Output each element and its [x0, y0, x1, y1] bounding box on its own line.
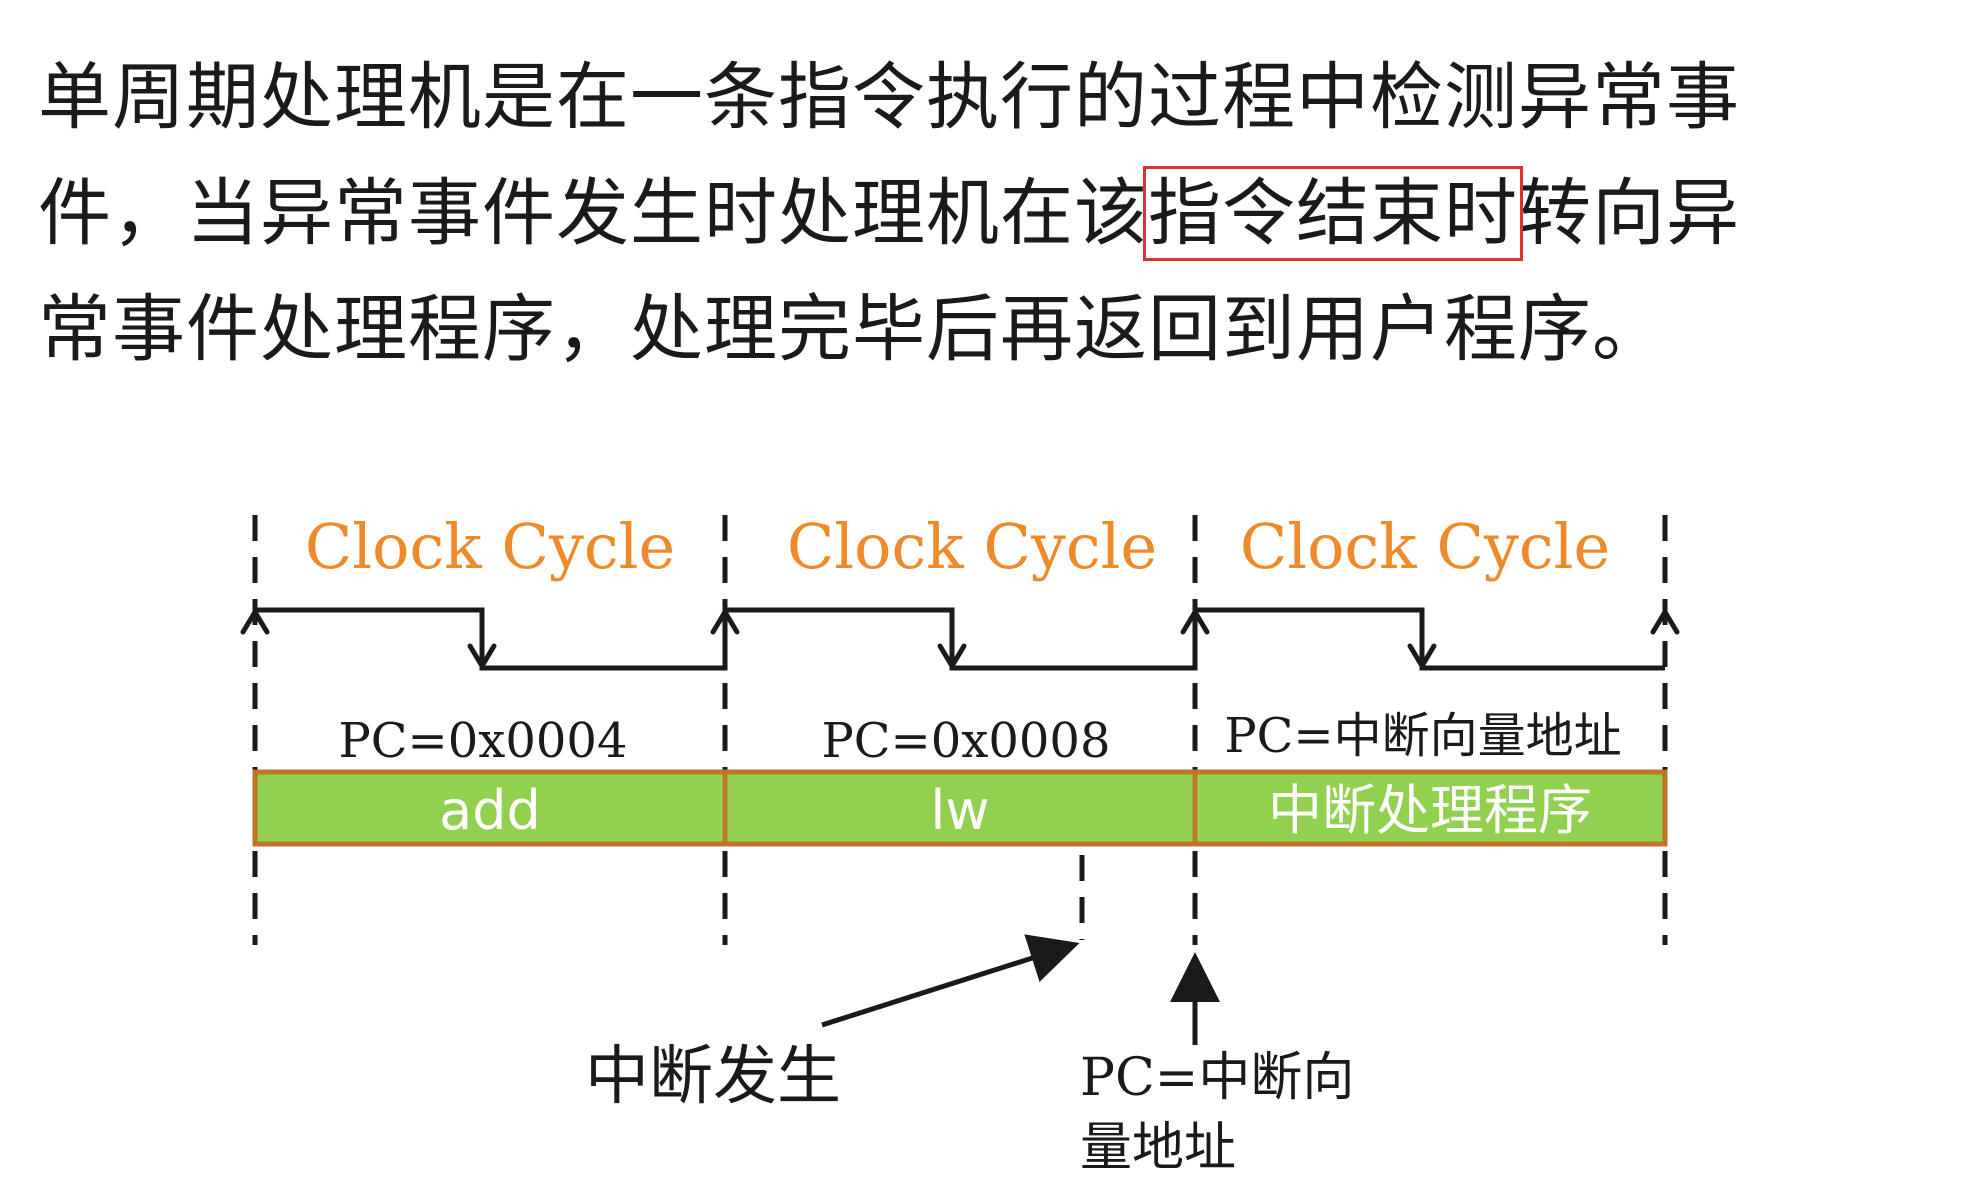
paragraph-line-2-end: 转向异 — [1518, 171, 1740, 256]
interrupt-marker — [821, 855, 1085, 1028]
exception-description: 单周期处理机是在一条指令执行的过程中检测异常事 件，当异常事件发生时处理机在该指… — [38, 40, 1958, 388]
instruction-label: add — [439, 779, 541, 842]
interrupt-arrow — [821, 934, 1080, 1028]
paragraph-line-1: 单周期处理机是在一条指令执行的过程中检测异常事 — [38, 55, 1740, 140]
falling-edge-arrow — [467, 643, 497, 669]
falling-edge-arrow — [1407, 643, 1437, 669]
rising-edge-arrow — [710, 609, 740, 635]
instruction-segment — [1192, 769, 1668, 847]
rising-edge-arrow — [240, 609, 270, 635]
instruction-label: 中断处理程序 — [1268, 779, 1592, 842]
pc-value-label: PC=0x0008 — [821, 713, 1110, 769]
cycle-boundaries — [252, 515, 1668, 945]
instruction-segment — [252, 769, 728, 847]
clock-edge-arrows — [240, 609, 1680, 669]
rising-edge-arrow — [1180, 609, 1210, 635]
paragraph-line-2: 件，当异常事件发生时处理机在该指令结束时转向异 — [38, 156, 1958, 272]
pc-value-label: PC=0x0004 — [338, 713, 627, 769]
paragraph-line-3: 常事件处理程序，处理完毕后再返回到用户程序。 — [38, 287, 1666, 372]
falling-edge-arrow — [937, 643, 967, 669]
pc-vector-label-line-1: PC=中断向 — [1080, 1048, 1354, 1108]
clock-cycle-label: Clock Cycle — [1240, 510, 1610, 583]
paragraph-line-2-start: 件，当异常事件发生时处理机在该 — [38, 171, 1148, 256]
instruction-label: lw — [930, 779, 989, 842]
pc-vector-label-line-2: 量地址 — [1080, 1118, 1236, 1178]
clock-cycle-label: Clock Cycle — [305, 510, 675, 583]
instruction-bar: add lw 中断处理程序 — [252, 769, 1668, 847]
pc-value-label: PC=中断向量地址 — [1224, 708, 1621, 764]
rising-edge-arrow — [1650, 609, 1680, 635]
clock-waveform — [255, 607, 1665, 671]
clock-cycle-label: Clock Cycle — [787, 510, 1157, 583]
clock-signal — [255, 607, 1665, 671]
highlighted-phrase: 指令结束时 — [1143, 166, 1523, 261]
interrupt-occurs-label: 中断发生 — [585, 1040, 841, 1114]
